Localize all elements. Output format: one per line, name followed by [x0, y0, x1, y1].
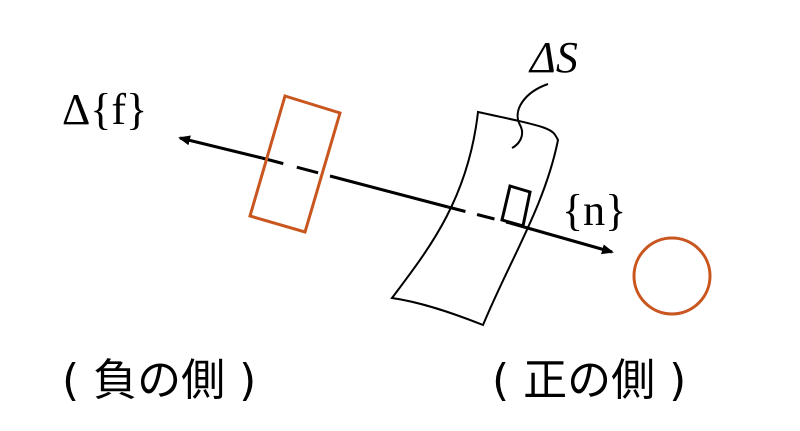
- force-label: Δ{f}: [62, 85, 147, 134]
- surface-element-rectangle: [500, 184, 532, 228]
- positive-side-circle: [632, 236, 712, 316]
- positive-side-label: ( 正の側 ): [492, 355, 686, 406]
- normal-label: {n}: [562, 186, 626, 235]
- surface-label: ΔS: [528, 33, 578, 82]
- axis-middle: [329, 174, 449, 209]
- axis-dashed-left: [261, 156, 331, 178]
- surface-patch: [390, 110, 560, 327]
- axis-dashed-right: [447, 205, 511, 225]
- surface-leader-line: [511, 83, 549, 149]
- negative-side-rectangle: [248, 94, 342, 234]
- negative-side-label: ( 負の側 ): [62, 355, 256, 406]
- force-arrow: [178, 135, 263, 160]
- axis-line: [178, 135, 614, 255]
